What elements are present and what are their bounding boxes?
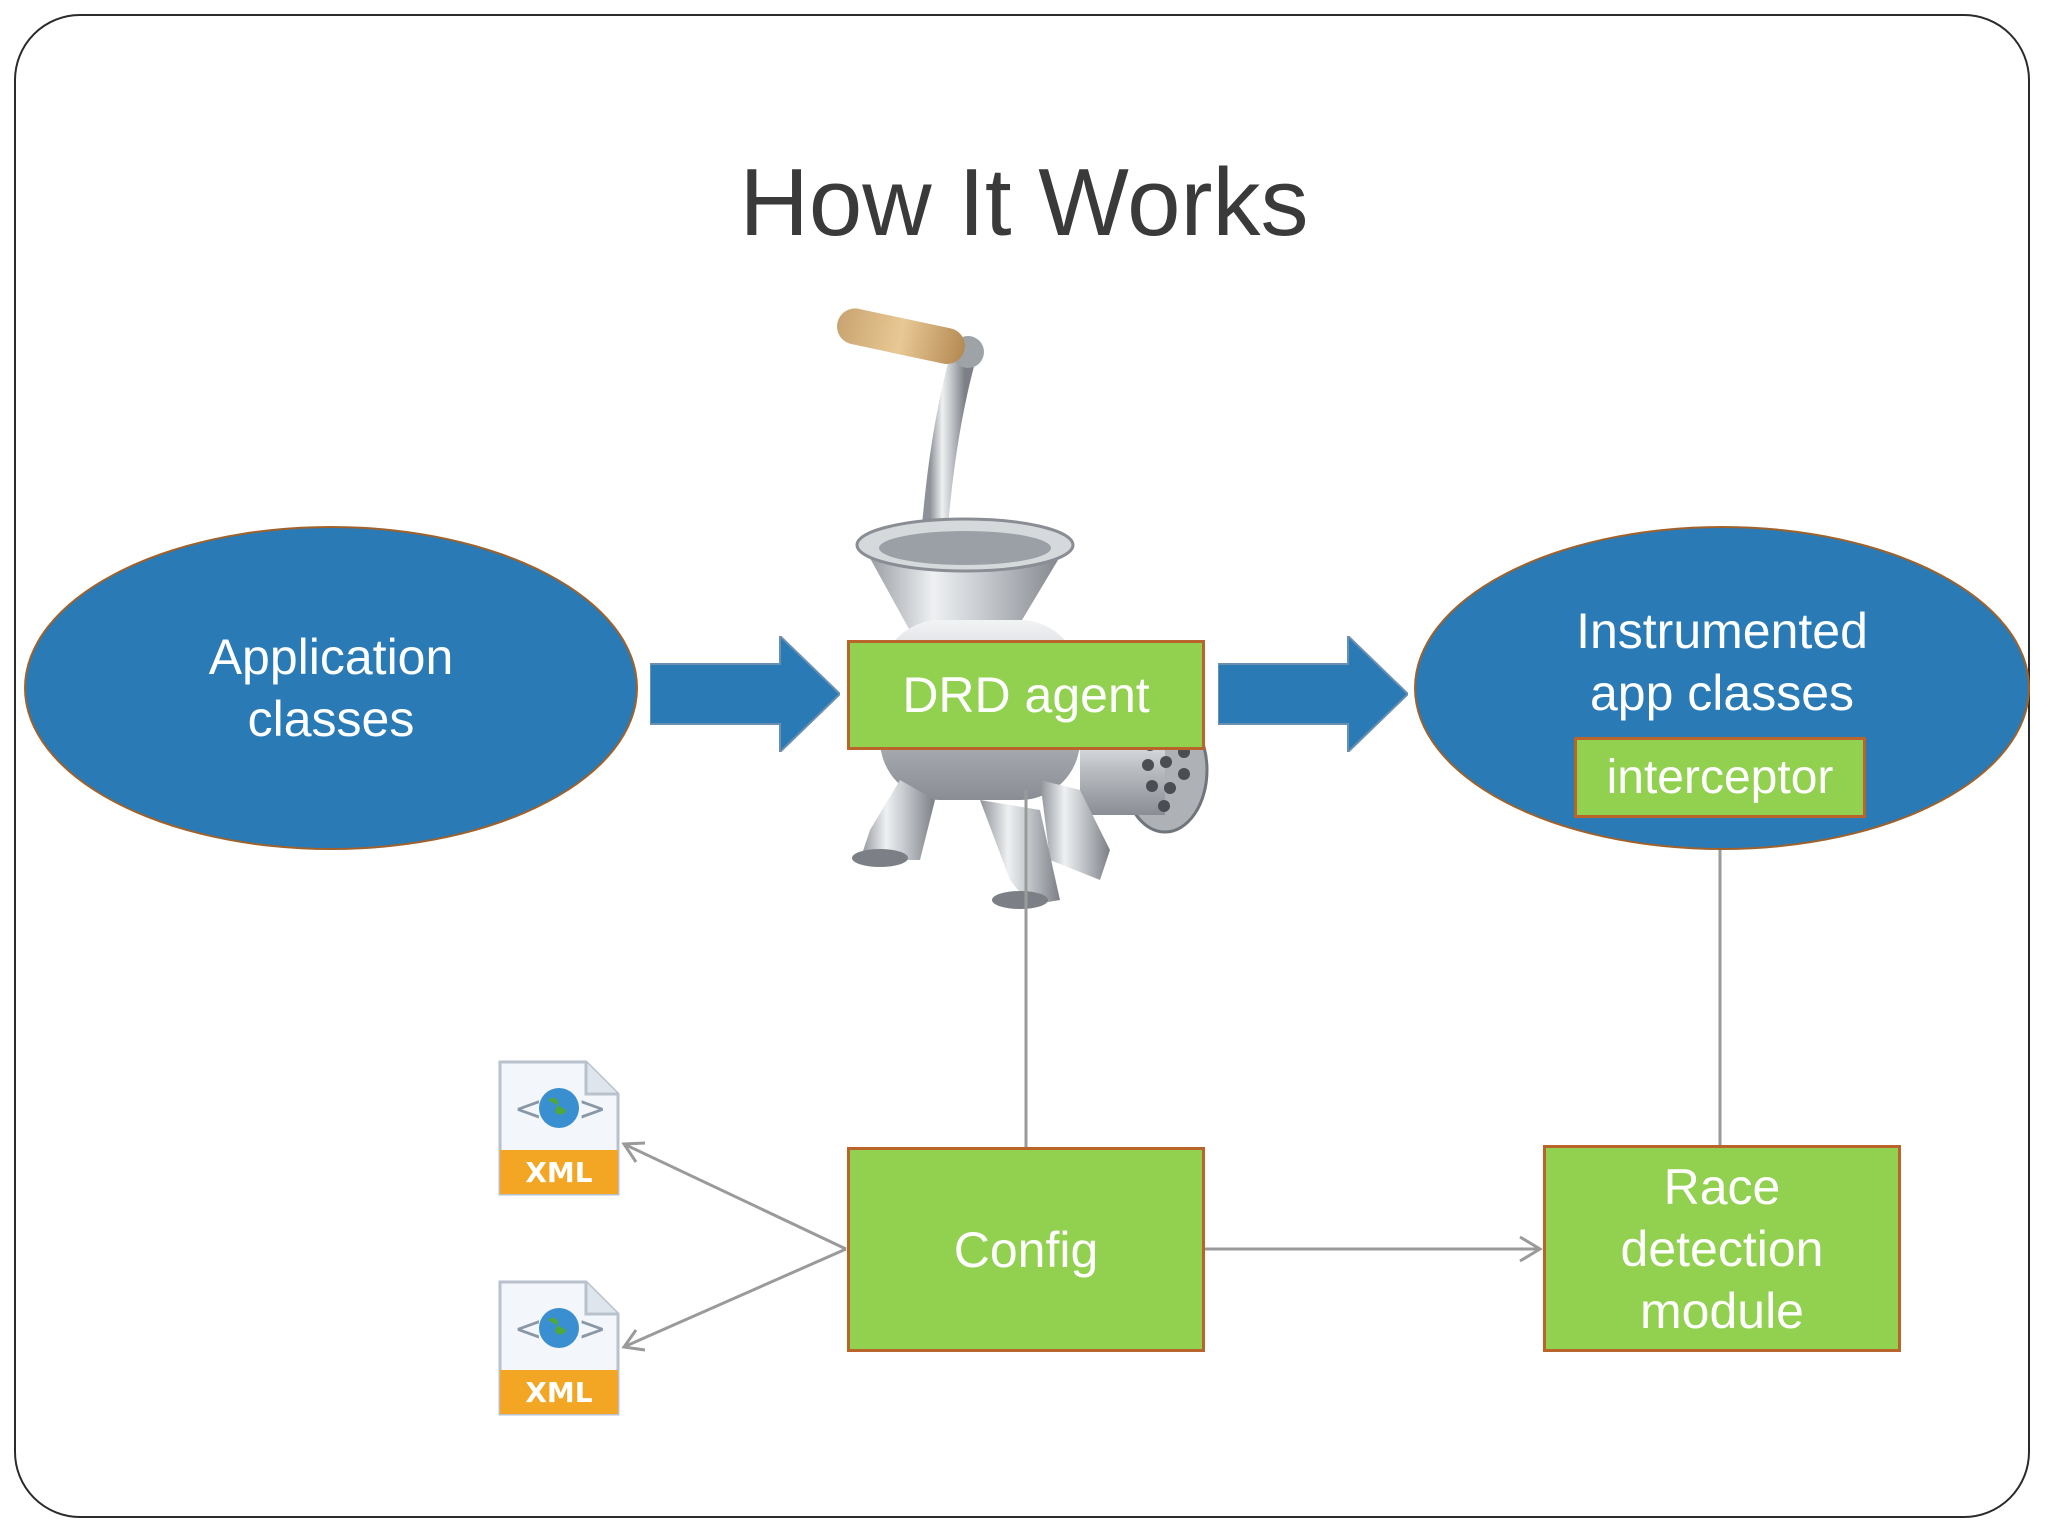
xml-label-2: XML <box>525 1376 592 1409</box>
svg-text:>: > <box>578 1309 607 1349</box>
drd-agent-box: DRD agent <box>847 640 1205 750</box>
race-detection-line1: Race <box>1663 1158 1781 1215</box>
config-to-xml2-line <box>625 1247 847 1348</box>
application-classes-line1: Application <box>208 629 454 685</box>
application-classes-node: Application classes <box>24 526 638 850</box>
input-arrow <box>650 636 840 752</box>
interceptor-box: interceptor <box>1574 737 1866 818</box>
config-to-xml1-arrowhead <box>621 1141 646 1163</box>
race-detection-line2: detection <box>1620 1220 1824 1277</box>
config-to-race-arrowhead <box>1519 1235 1543 1263</box>
slide-title: How It Works <box>739 149 1309 256</box>
xml-file-icon: < > XML <box>496 1058 626 1198</box>
svg-text:<: < <box>514 1089 543 1129</box>
race-detection-box: Race detection module <box>1543 1145 1901 1352</box>
instrumented-classes-line2: app classes <box>1589 665 1855 721</box>
svg-text:<: < <box>514 1309 543 1349</box>
output-arrow <box>1218 636 1408 752</box>
config-to-xml2-arrowhead <box>621 1329 646 1352</box>
xml-label-1: XML <box>525 1156 592 1189</box>
config-box: Config <box>847 1147 1205 1352</box>
config-to-xml1-line <box>625 1143 847 1251</box>
race-detection-line3: module <box>1640 1282 1804 1339</box>
svg-text:>: > <box>578 1089 607 1129</box>
xml-file-icon: < > XML <box>496 1278 626 1418</box>
application-classes-line2: classes <box>247 691 415 747</box>
instrumented-classes-line1: Instrumented <box>1576 603 1868 659</box>
